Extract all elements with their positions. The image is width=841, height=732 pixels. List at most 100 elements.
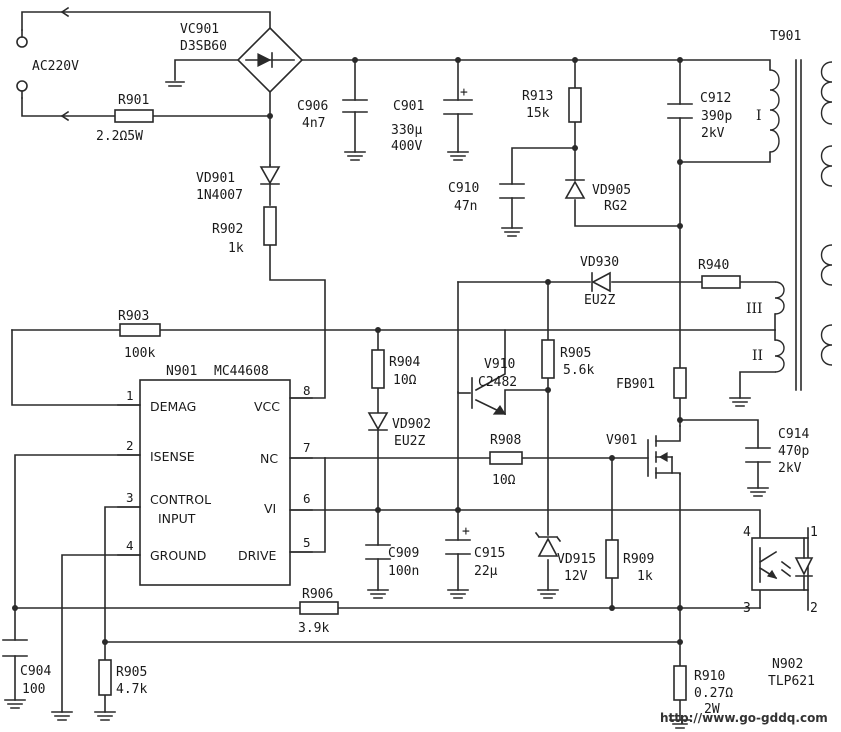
ic-pin-7-num: 7 <box>303 440 311 455</box>
label-vd915-val: 12V <box>564 569 588 584</box>
capacitor-c904 <box>2 639 28 657</box>
label-r905b-val: 4.7k <box>116 682 147 697</box>
label-c904-ref: C904 <box>20 664 51 679</box>
label-r908-ref: R908 <box>490 433 521 448</box>
label-r905b-ref: R905 <box>116 665 147 680</box>
ac-input-terminals <box>16 29 28 99</box>
label-r905a-ref: R905 <box>560 346 591 361</box>
label-c915-val: 22μ <box>474 564 498 579</box>
label-vd905-ref: VD905 <box>592 183 631 198</box>
resistor-r910 <box>673 665 687 701</box>
label-vd902-val: EU2Z <box>394 434 425 449</box>
mosfet-v901 <box>647 425 681 479</box>
label-c901-val1: 330μ <box>391 123 422 138</box>
label-c914-val1: 470p <box>778 444 809 459</box>
label-r902-ref: R902 <box>212 222 243 237</box>
junction-dots <box>12 57 683 645</box>
resistor-r909 <box>605 539 619 579</box>
label-r903-val: 100k <box>124 346 155 361</box>
label-r901-val: 2.2Ω5W <box>96 129 143 144</box>
opto-pin-1: 1 <box>810 525 818 540</box>
ic-pin-6-num: 6 <box>303 491 311 506</box>
capacitor-c906 <box>342 99 368 113</box>
label-c914-val2: 2kV <box>778 461 802 476</box>
label-c912-ref: C912 <box>700 91 731 106</box>
opto-pin-3: 3 <box>743 601 751 616</box>
ic-pin-labels: 1 DEMAG 2 ISENSE 3 CONTROL INPUT 4 GROUN… <box>126 383 311 563</box>
label-vd902-ref: VD902 <box>392 417 431 432</box>
ic-pin-5-num: 5 <box>303 535 311 550</box>
ic-pin-3-name-line1: CONTROL <box>150 492 211 507</box>
resistor-r901 <box>114 109 154 123</box>
label-winding-1: I <box>756 108 762 124</box>
label-vc901-val: D3SB60 <box>180 39 227 54</box>
label-c904-val: 100 <box>22 682 45 697</box>
label-r902-val: 1k <box>228 241 244 256</box>
diode-vd905 <box>564 179 586 199</box>
label-c901-ref: C901 <box>393 99 424 114</box>
label-r905a-val: 5.6k <box>563 363 594 378</box>
optocoupler-n902 <box>751 527 814 611</box>
ic-pin-8-name: VCC <box>254 399 280 414</box>
ic-pin-4-name: GROUND <box>150 548 206 563</box>
label-v901-ref: V901 <box>606 433 637 448</box>
label-v910-val: C2482 <box>478 375 517 390</box>
resistor-r905-4k7 <box>98 659 112 696</box>
label-r909-ref: R909 <box>623 552 654 567</box>
label-c909-ref: C909 <box>388 546 419 561</box>
label-r910-val1: 0.27Ω <box>694 686 733 701</box>
label-c906-val: 4n7 <box>302 116 325 131</box>
label-c906-ref: C906 <box>297 99 328 114</box>
capacitor-c912 <box>667 103 693 119</box>
capacitor-c901 <box>443 99 473 115</box>
diode-vd902 <box>367 412 389 431</box>
label-c909-val: 100n <box>388 564 419 579</box>
label-n902-ref: N902 <box>772 657 803 672</box>
transformer-t901 <box>769 59 833 391</box>
ic-pin-5-name: DRIVE <box>238 548 277 563</box>
ic-pin-1-name: DEMAG <box>150 399 196 414</box>
label-vd901-val: 1N4007 <box>196 188 243 203</box>
ground-symbols <box>4 81 769 729</box>
label-r940-ref: R940 <box>698 258 729 273</box>
label-n902-val: TLP621 <box>768 674 815 689</box>
label-vd930-val: EU2Z <box>584 293 615 308</box>
label-n901-ref: N901 <box>166 364 197 379</box>
capacitor-c909 <box>365 544 391 560</box>
label-winding-3: III <box>746 301 763 317</box>
ic-pin-8-num: 8 <box>303 383 311 398</box>
label-c915-plus: + <box>462 524 470 539</box>
resistor-r908 <box>489 451 523 465</box>
label-r908-val: 10Ω <box>492 473 516 488</box>
ic-pin-6-name: VI <box>264 501 276 516</box>
opto-pin-2: 2 <box>810 601 818 616</box>
resistor-r940 <box>701 275 741 289</box>
label-vc901-ref: VC901 <box>180 22 219 37</box>
label-r904-val: 10Ω <box>393 373 417 388</box>
label-vd930-ref: VD930 <box>580 255 619 270</box>
label-r913-ref: R913 <box>522 89 553 104</box>
label-c914-ref: C914 <box>778 427 809 442</box>
label-c910-val: 47n <box>454 199 477 214</box>
zener-vd915 <box>534 531 562 557</box>
label-c901-plus: + <box>460 85 468 100</box>
diode-vd930 <box>591 271 611 293</box>
transistor-v910 <box>471 377 507 415</box>
label-r906-val: 3.9k <box>298 621 329 636</box>
ic-pin-3-num: 3 <box>126 490 134 505</box>
resistor-r902 <box>263 206 277 246</box>
ferrite-bead-fb901 <box>673 367 687 399</box>
label-c912-val2: 2kV <box>701 126 725 141</box>
label-vd901-ref: VD901 <box>196 171 235 186</box>
label-r904-ref: R904 <box>389 355 420 370</box>
ic-pin-2-num: 2 <box>126 438 134 453</box>
label-r910-ref: R910 <box>694 669 725 684</box>
label-vd905-val: RG2 <box>604 199 627 214</box>
diode-vd901 <box>259 166 281 185</box>
label-c901-val2: 400V <box>391 139 422 154</box>
label-fb901-ref: FB901 <box>616 377 655 392</box>
ic-pin-3-name-line2: INPUT <box>158 511 196 526</box>
label-r913-val: 15k <box>526 106 550 121</box>
label-c912-val1: 390p <box>701 109 732 124</box>
resistor-r903 <box>119 323 161 337</box>
